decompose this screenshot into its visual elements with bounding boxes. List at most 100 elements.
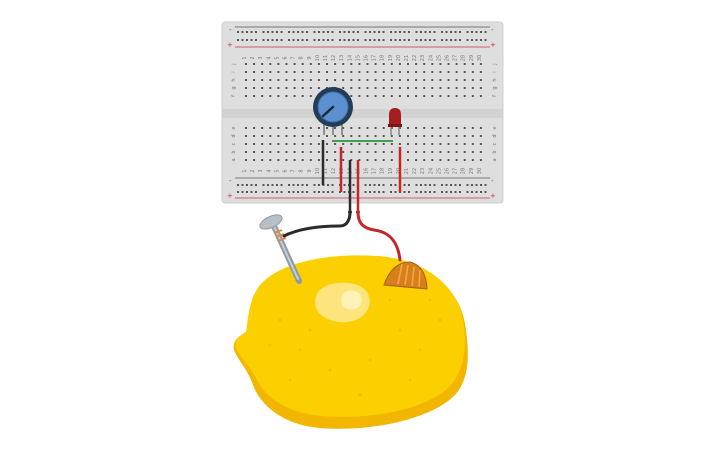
breadboard-hole [317,87,320,89]
breadboard-hole [277,151,280,153]
breadboard-hole [373,184,376,186]
breadboard-hole [269,71,272,73]
breadboard-hole [415,79,418,81]
breadboard-hole [378,39,380,41]
breadboard-hole [318,184,320,186]
breadboard-hole [317,135,320,137]
breadboard-hole [480,31,482,33]
breadboard-hole [241,184,244,186]
breadboard-hole [463,87,466,89]
rail-plus-top-left: + [227,41,233,49]
breadboard-hole [306,184,308,186]
breadboard-hole [358,127,361,129]
breadboard-hole [267,31,269,33]
breadboard-hole [253,71,256,73]
breadboard-hole [343,184,346,186]
breadboard-hole [407,151,409,153]
breadboard-hole [459,184,461,186]
breadboard-hole [293,95,296,97]
breadboard-hole [277,63,280,65]
breadboard-hole [334,71,337,73]
breadboard-hole [471,184,473,186]
row-label: f [492,95,498,97]
breadboard-hole [439,143,442,145]
breadboard-hole [313,191,316,193]
breadboard-hole [439,63,442,65]
breadboard-hole [358,87,361,89]
breadboard-hole [420,184,422,186]
breadboard-hole [334,159,337,161]
breadboard-hole [293,63,296,65]
breadboard-hole [267,191,269,193]
lemon [233,255,468,429]
breadboard-hole [309,95,312,97]
breadboard-hole [246,39,248,41]
row-label: d [231,134,237,137]
breadboard-hole [237,191,239,193]
breadboard-hole [463,63,466,65]
breadboard-hole [407,95,409,97]
lemon-pore [438,318,442,322]
breadboard-hole [445,191,448,193]
lemon-wires [282,210,402,262]
breadboard-hole [348,31,350,33]
breadboard-hole [403,39,406,41]
breadboard-hole [301,184,304,186]
breadboard-hole [261,127,264,129]
column-label: 28 [461,168,467,174]
rail-plus-bottom-right: + [490,192,496,200]
breadboard-hole [309,143,312,145]
breadboard-hole [317,71,320,73]
column-label: 30 [477,168,483,174]
breadboard-hole [484,31,487,33]
breadboard-hole [407,143,409,145]
column-label: 9 [307,169,313,172]
breadboard-hole [364,184,367,186]
breadboard-hole [366,71,369,73]
breadboard-hole [431,159,434,161]
breadboard-hole [293,135,296,137]
breadboard-hole [424,184,427,186]
breadboard-hole [390,184,392,186]
breadboard-hole [261,143,264,145]
breadboard-hole [358,95,361,97]
breadboard-hole [382,71,385,73]
breadboard-hole [317,143,320,145]
column-label: 7 [291,169,297,172]
breadboard-hole [447,143,450,145]
breadboard-hole [445,31,448,33]
breadboard-hole [447,71,450,73]
breadboard-hole [408,39,410,41]
breadboard-hole [423,63,426,65]
breadboard-hole [382,135,385,137]
lemon-pore [418,348,422,352]
breadboard-hole [366,79,369,81]
breadboard-hole [398,79,401,81]
breadboard-hole [463,151,466,153]
breadboard-hole [374,71,377,73]
breadboard-hole [309,151,312,153]
breadboard-hole [398,63,401,65]
breadboard-hole [326,143,328,145]
breadboard-hole [309,79,312,81]
breadboard-hole [471,87,474,89]
breadboard-hole [454,184,457,186]
column-label: 23 [420,55,426,61]
led-dome [389,108,401,126]
lemon-pore [388,298,392,302]
breadboard-hole [285,159,288,161]
breadboard-hole [276,39,278,41]
breadboard-hole [439,87,442,89]
breadboard-hole [342,159,345,161]
breadboard-hole [327,31,329,33]
breadboard-hole [313,184,316,186]
column-label: 5 [274,56,280,59]
breadboard-hole [366,87,369,89]
breadboard-hole [382,95,385,97]
column-label: 24 [428,55,434,61]
breadboard-hole [366,151,369,153]
center-channel [222,109,503,118]
breadboard-hole [301,95,304,97]
breadboard-hole [313,39,316,41]
breadboard-hole [423,79,426,81]
